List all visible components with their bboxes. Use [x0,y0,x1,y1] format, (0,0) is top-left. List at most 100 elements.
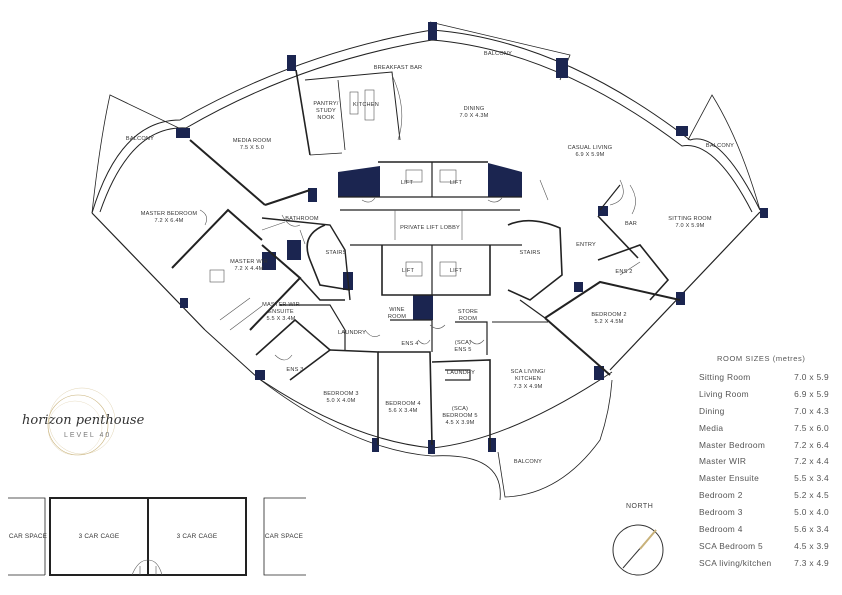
bathroom-label: BATHROOM [285,216,319,222]
sitting-room-size: 7.0 X 5.9M [675,223,704,229]
ens-4-label: ENS 4 [401,341,418,347]
room-size-name: Bedroom 4 [699,524,743,535]
sca-bedroom-5-label-2: BEDROOM 5 [442,413,477,419]
sca-living-label-1: SCA LIVING/ [511,369,546,375]
bar-label: BAR [625,221,637,227]
media-room-label: MEDIA ROOM [233,138,272,144]
car-park: CAR SPACE 3 CAR CAGE 3 CAR CAGE CAR SPAC… [8,497,306,576]
bedroom-2-label: BEDROOM 2 [591,312,626,318]
building-outline [91,21,761,501]
wine-room-label-1: WINE [389,307,404,313]
north-label: NORTH [626,503,654,510]
room-size-row: Bedroom 3 5.0 x 4.0 [699,507,829,524]
room-size-name: SCA living/kitchen [699,557,772,568]
room-size-name: SCA Bedroom 5 [699,540,763,551]
ens-2-label: ENS 2 [615,269,632,275]
laundry-left-label: LAUNDRY [338,330,366,336]
store-room-label-2: ROOM [459,316,477,322]
breakfast-bar-label: BREAKFAST BAR [374,65,423,71]
sca-bedroom-5-size: 4.5 X 3.9M [445,420,474,426]
room-size-value: 4.5 x 3.9 [794,540,829,551]
sca-bedroom-5-label-1: (SCA) [452,406,468,412]
ens-3-label: ENS 3 [286,367,303,373]
room-size-value: 7.0 x 5.9 [794,372,829,382]
bedroom-3-size: 5.0 X 4.0M [326,398,355,404]
room-size-value: 5.5 x 3.4 [794,473,829,484]
wine-room-label-2: ROOM [388,314,406,320]
room-size-name: Master Ensuite [699,473,760,484]
room-size-row: Bedroom 2 5.2 x 4.5 [699,490,829,507]
room-size-value: 7.3 x 4.9 [794,557,829,568]
lift-3-label: LIFT [402,268,415,274]
room-size-value: 5.6 x 3.4 [794,524,829,535]
room-sizes-table: Sitting Room 7.0 x 5.9 Living Room 6.9 x 5… [699,372,829,575]
entry-label: ENTRY [576,242,596,248]
room-size-row: Master WIR 7.2 x 4.4 [699,456,829,473]
sca-living-size: 7.3 X 4.9M [513,384,542,390]
bedroom-4-label: BEDROOM 4 [385,401,420,407]
lift-2-label: LIFT [450,180,463,186]
private-lift-lobby-label: PRIVATE LIFT LOBBY [400,225,460,231]
room-size-name: Bedroom 3 [699,507,743,518]
structural-columns [176,22,768,454]
dining-label: DINING [464,106,485,112]
sitting-room-label: SITTING ROOM [668,216,712,222]
master-bedroom-label: MASTER BEDROOM [141,211,198,217]
balcony-bottom-label: BALCONY [514,459,542,465]
stairs-left-label: STAIRS [326,250,347,256]
internal-walls [171,69,681,450]
room-size-row: Bedroom 4 5.6 x 3.4 [699,524,829,541]
car-space-left-label: CAR SPACE [9,533,47,540]
master-wir-size: 7.2 X 4.4M [234,266,263,272]
room-size-row: Living Room 6.9 x 5.9 [699,389,829,406]
balcony-right-label: BALCONY [706,143,734,149]
casual-living-label: CASUAL LIVING [568,145,613,151]
car-cage-1-label: 3 CAR CAGE [79,533,120,540]
dining-size: 7.0 X 4.3M [459,113,488,119]
logo-level: LEVEL 40 [64,432,112,439]
room-size-value: 5.2 x 4.5 [794,490,829,501]
pantry-label-3: NOOK [317,115,334,121]
balcony-left-label: BALCONY [126,136,154,142]
media-room-size: 7.5 X 5.0 [240,145,264,151]
casual-living-size: 6.9 X 5.9M [575,152,604,158]
room-size-row: SCA living/kitchen 7.3 x 4.9 [699,558,829,575]
room-size-name: Master Bedroom [699,439,766,450]
room-size-value: 7.5 x 6.0 [794,422,829,433]
master-wir-label: MASTER WIR [230,259,268,265]
sca-ens-5-label-1: (SCA) [455,340,471,346]
room-size-value: 7.0 x 4.3 [794,405,829,416]
lift-4-label: LIFT [450,268,463,274]
sca-living-label-2: KITCHEN [515,376,541,382]
room-size-row: SCA Bedroom 5 4.5 x 3.9 [699,541,829,558]
logo-text: horizon penthouse [22,413,145,428]
room-size-name: Sitting Room [699,372,751,382]
room-labels: BALCONY BREAKFAST BAR PANTRY/ STUDY NOOK… [126,51,734,465]
car-cage-2-label: 3 CAR CAGE [177,533,218,540]
pantry-label-1: PANTRY/ [313,101,338,107]
stairs-right-label: STAIRS [520,250,541,256]
lift-1-label: LIFT [401,180,414,186]
store-room-label-1: STORE [458,309,478,315]
master-wir-ensuite-label-2: ENSUITE [268,309,294,315]
master-wir-ensuite-size: 5.5 X 3.4M [266,316,295,322]
room-size-name: Master WIR [699,456,747,467]
room-size-name: Bedroom 2 [699,490,743,501]
room-size-value: 5.0 x 4.0 [794,507,829,518]
room-size-row: Sitting Room 7.0 x 5.9 [699,372,829,389]
room-size-value: 7.2 x 4.4 [794,456,829,467]
bedroom-2-size: 5.2 X 4.5M [594,319,623,325]
room-size-name: Living Room [699,388,749,399]
bedroom-4-size: 5.6 X 3.4M [388,408,417,414]
room-size-value: 6.9 x 5.9 [794,388,829,399]
kitchen-label: KITCHEN [353,102,379,108]
bedroom-3-label: BEDROOM 3 [323,391,358,397]
room-sizes-title: ROOM SIZES (metres) [717,354,806,363]
car-space-right-label: CAR SPACE [265,533,303,540]
balcony-top-label: BALCONY [484,51,512,57]
master-bedroom-size: 7.2 X 6.4M [154,218,183,224]
